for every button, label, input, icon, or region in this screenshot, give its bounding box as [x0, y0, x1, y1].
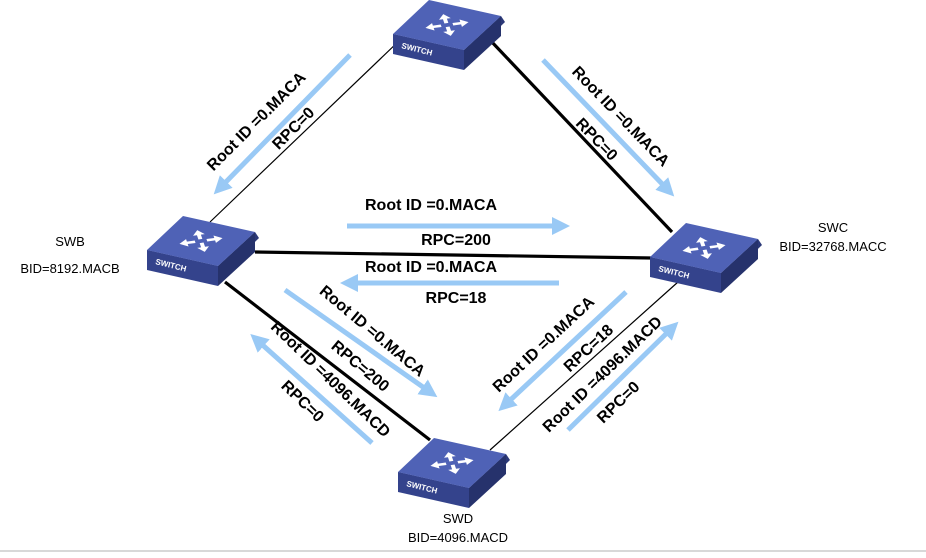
- swd-name: SWD: [443, 511, 473, 526]
- label-b-c-rpc: RPC=200: [421, 232, 491, 249]
- label-c-b-rpc: RPC=18: [426, 290, 487, 307]
- label-a-c-rpc: RPC=0: [572, 115, 620, 164]
- switch-d-icon: SWITCH: [398, 438, 510, 508]
- arrow-c-to-d: [498, 290, 628, 412]
- label-c-b-root: Root ID =0.MACA: [365, 259, 497, 276]
- link-a-b: [209, 39, 401, 223]
- arrow-a-to-b: [213, 53, 352, 195]
- link-b-c: [254, 250, 653, 260]
- link-a-c: [488, 38, 674, 234]
- arrow-d-to-c: [566, 321, 679, 432]
- arrow-d-to-b: [250, 333, 374, 445]
- arrow-a-to-c: [541, 58, 675, 197]
- arrow-b-to-d: [283, 287, 438, 398]
- swb-name: SWB: [55, 234, 85, 249]
- link-c-d: [489, 281, 679, 451]
- switch-c-icon: SWITCH: [650, 223, 762, 293]
- switch-b-icon: SWITCH: [147, 216, 259, 286]
- swd-bid: BID=4096.MACD: [408, 530, 508, 545]
- swc-bid: BID=32768.MACC: [779, 239, 886, 254]
- swb-bid: BID=8192.MACB: [20, 261, 119, 276]
- link-b-d: [224, 280, 431, 442]
- switch-a-icon: SWITCH: [393, 0, 505, 70]
- swc-name: SWC: [818, 220, 848, 235]
- label-b-c-root: Root ID =0.MACA: [365, 197, 497, 214]
- label-d-b-rpc: RPC=0: [278, 378, 327, 426]
